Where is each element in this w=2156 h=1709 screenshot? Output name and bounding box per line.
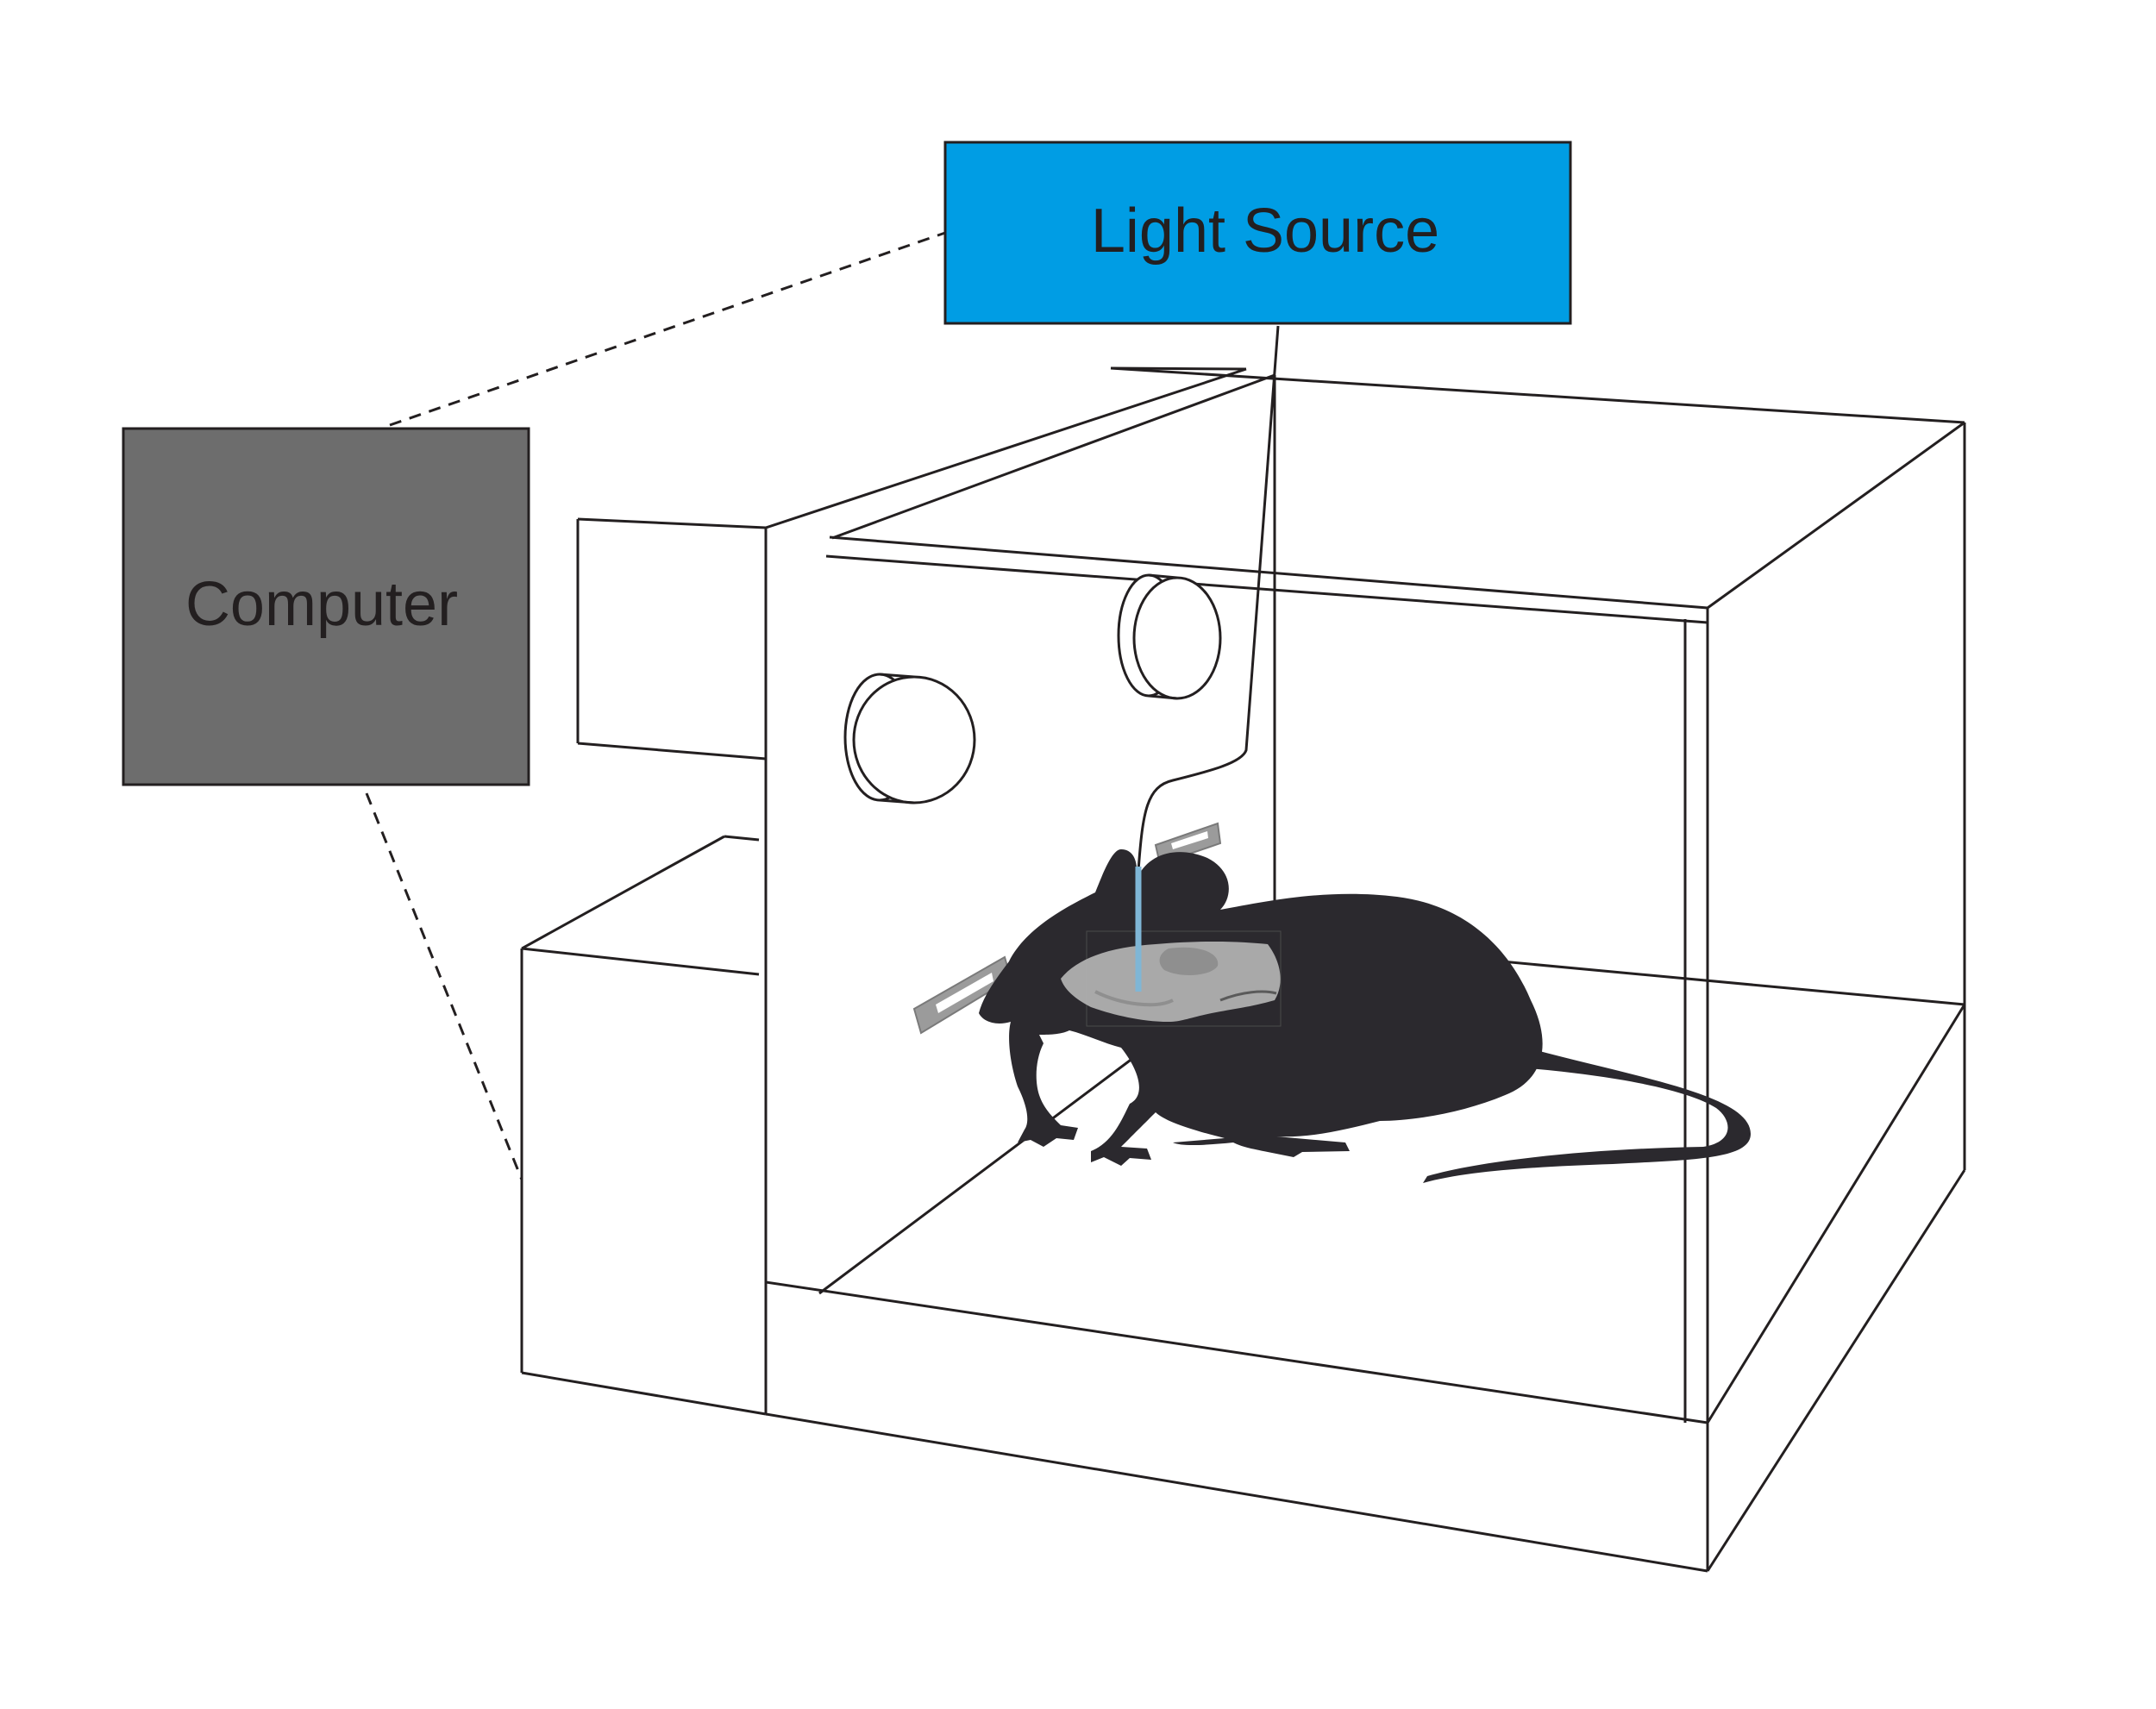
light-source-box: Light Source [943, 141, 1572, 325]
fiber-cable [1137, 325, 1280, 872]
computer-to-chamber-link [365, 792, 523, 1180]
nose-port-icon [843, 673, 976, 804]
computer-to-light-link [389, 231, 946, 427]
brain-overlay-icon [1061, 930, 1282, 1027]
light-source-label: Light Source [1091, 197, 1439, 266]
operant-chamber [520, 366, 1966, 1573]
mouse-silhouette-icon [979, 849, 1751, 1183]
computer-box: Computer [122, 427, 530, 786]
nose-port-icon [1117, 573, 1222, 700]
computer-label: Computer [185, 570, 458, 639]
